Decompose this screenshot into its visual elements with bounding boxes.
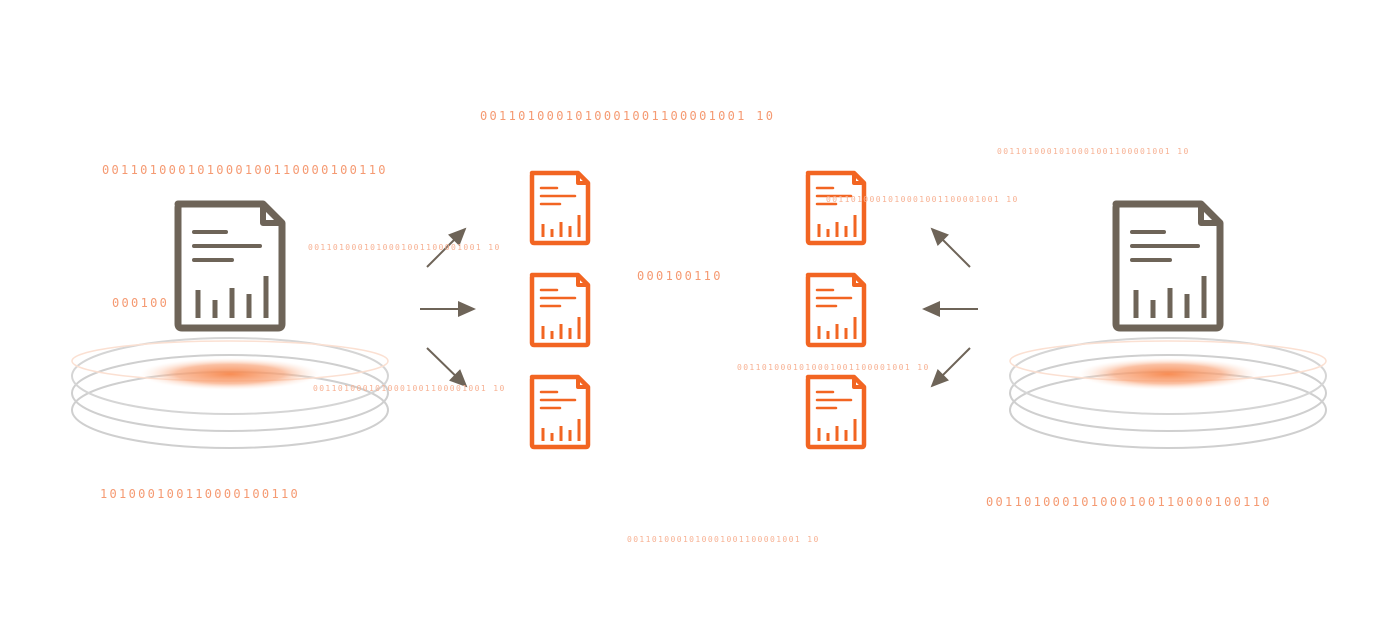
right-split-documents bbox=[808, 173, 864, 447]
binary-text-left-lower-stream: 0011010001010001001100001001 10 bbox=[313, 384, 506, 393]
arrow-icon bbox=[426, 347, 468, 388]
storage-disk-icon bbox=[71, 337, 389, 449]
binary-text-mid-center: 000100110 bbox=[637, 269, 723, 283]
binary-text-top-center: 0011010001010001001100001001 10 bbox=[480, 109, 775, 123]
arrow-icon bbox=[930, 347, 971, 388]
arrow-icon bbox=[930, 227, 971, 268]
binary-text-left-upper-stream: 0011010001010001001100001001 10 bbox=[308, 243, 501, 252]
storage-disk-icon bbox=[1009, 337, 1327, 449]
binary-text-bottom-right: 001101000101000100110000100110 bbox=[986, 495, 1272, 509]
document-chart-icon bbox=[808, 173, 864, 243]
binary-text-right-lower-stream: 0011010001010001001100001001 10 bbox=[737, 363, 930, 372]
destination-document-icon bbox=[1116, 204, 1220, 328]
source-document-icon bbox=[178, 204, 282, 328]
binary-text-top-right: 0011010001010001001100001001 10 bbox=[997, 147, 1190, 156]
binary-streams: 0011010001010001001100001001 10 00110100… bbox=[100, 109, 1272, 544]
document-chart-icon bbox=[532, 377, 588, 447]
right-arrows bbox=[922, 227, 978, 388]
binary-text-right-upper-stream: 0011010001010001001100001001 10 bbox=[826, 195, 1019, 204]
right-platform bbox=[1009, 204, 1327, 449]
left-platform bbox=[71, 204, 389, 449]
binary-text-top-left: 001101000101000100110000100110 bbox=[102, 163, 388, 177]
left-arrows bbox=[420, 227, 476, 388]
binary-text-left-partial: 000100 bbox=[112, 296, 169, 310]
document-chart-icon bbox=[808, 377, 864, 447]
document-chart-icon bbox=[532, 173, 588, 243]
left-split-documents bbox=[532, 173, 588, 447]
document-chart-icon bbox=[532, 275, 588, 345]
arrow-icon bbox=[426, 227, 467, 268]
document-chart-icon bbox=[808, 275, 864, 345]
binary-text-bottom-center: 0011010001010001001100001001 10 bbox=[627, 535, 820, 544]
binary-text-bottom-left: 101000100110000100110 bbox=[100, 487, 300, 501]
